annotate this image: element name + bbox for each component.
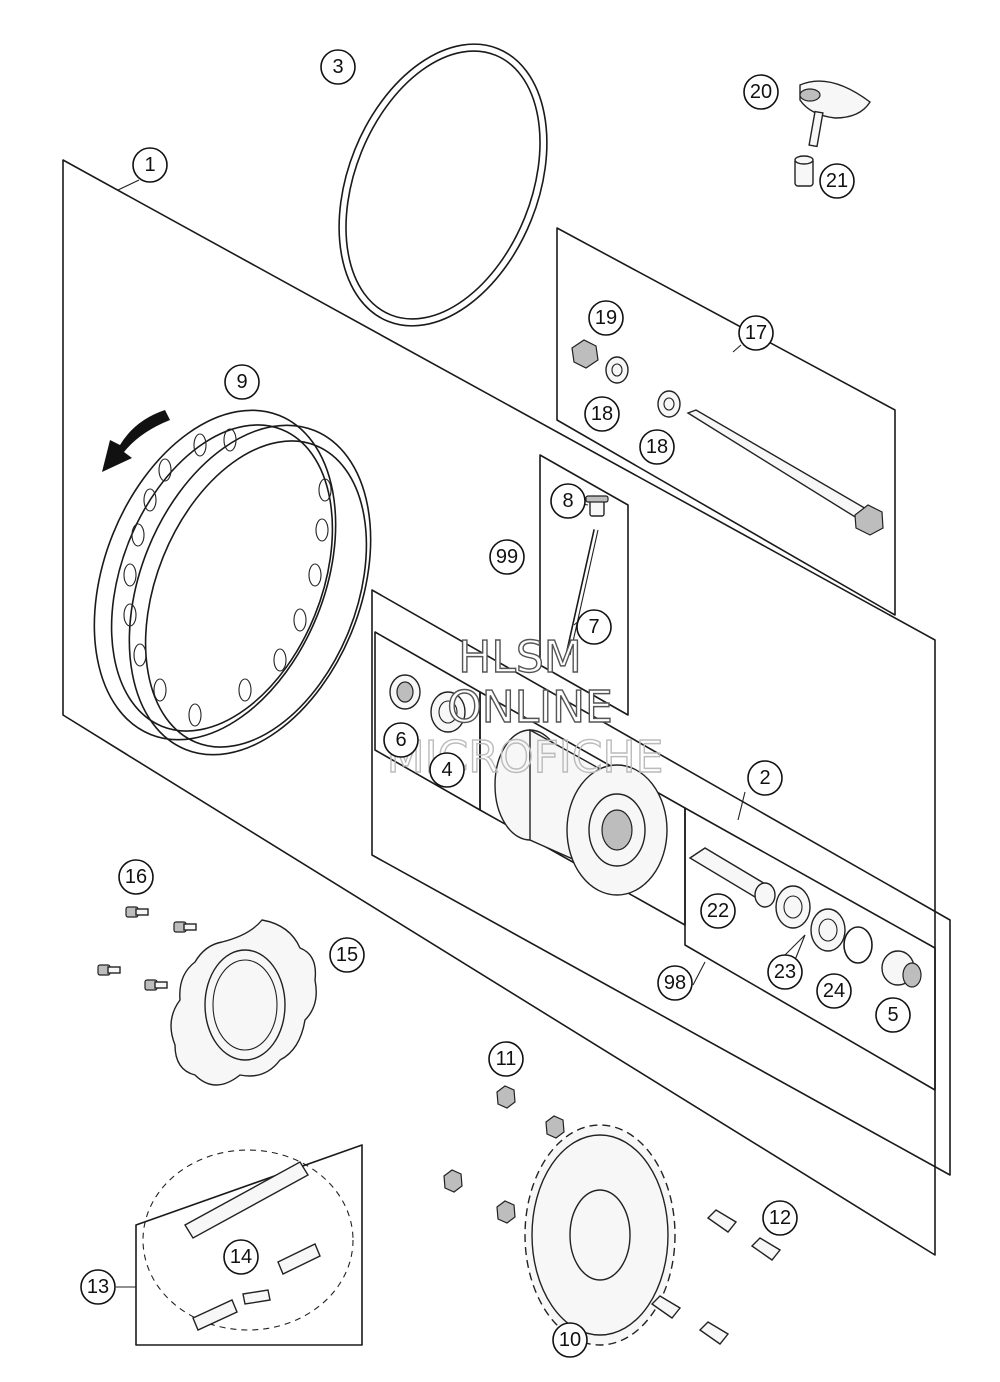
group-frame-2: [371, 589, 951, 1176]
svg-text:7: 7: [588, 616, 599, 638]
callout-4: 4: [429, 752, 465, 788]
callout-6: 6: [383, 722, 419, 758]
part-valve-tool: [794, 80, 871, 187]
part-chain: [142, 1149, 354, 1331]
callout-98: 98: [657, 965, 693, 1001]
svg-text:14: 14: [230, 1246, 252, 1268]
callout-12: 12: [762, 1200, 798, 1236]
svg-text:19: 19: [595, 307, 617, 329]
svg-text:3: 3: [332, 56, 343, 78]
callout-23: 23: [767, 954, 803, 990]
callout-22: 22: [700, 893, 736, 929]
svg-text:12: 12: [769, 1207, 791, 1229]
svg-text:15: 15: [336, 944, 358, 966]
svg-text:18: 18: [591, 403, 613, 425]
callout-15: 15: [329, 937, 365, 973]
group-frame-1: [62, 159, 936, 1256]
callout-99: 99: [489, 539, 525, 575]
callout-24: 24: [816, 973, 852, 1009]
callout-13: 13: [80, 1269, 116, 1305]
callout-1: 1: [132, 147, 168, 183]
watermark-line-3: MICROFICHE: [387, 732, 664, 783]
svg-text:11: 11: [496, 1048, 517, 1070]
callout-11: 11: [488, 1041, 524, 1077]
group-frame-98: [684, 807, 936, 1091]
callout-17: 17: [738, 315, 774, 351]
svg-text:20: 20: [750, 81, 772, 103]
part-sprocket-bolts: [650, 1209, 782, 1345]
svg-text:2: 2: [759, 767, 770, 789]
svg-text:5: 5: [887, 1004, 898, 1026]
part-bearing-kit: [688, 847, 922, 988]
callout-19: 19: [588, 300, 624, 336]
svg-text:18: 18: [646, 436, 668, 458]
callout-7: 7: [576, 609, 612, 645]
svg-text:9: 9: [236, 371, 247, 393]
svg-text:1: 1: [144, 154, 155, 176]
svg-text:17: 17: [745, 322, 767, 344]
svg-text:16: 16: [125, 866, 147, 888]
part-disc-bolts: [97, 906, 197, 991]
svg-text:21: 21: [826, 170, 848, 192]
callout-8: 8: [550, 483, 586, 519]
svg-text:4: 4: [441, 759, 452, 781]
callout-18-a: 18: [584, 396, 620, 432]
part-sprocket: [524, 1124, 676, 1346]
svg-text:10: 10: [559, 1329, 581, 1351]
svg-text:99: 99: [496, 546, 518, 568]
rotation-arrow-icon: [102, 410, 170, 472]
part-spoke: [565, 495, 609, 656]
svg-text:22: 22: [707, 900, 729, 922]
watermark-line-1: HLSM: [458, 632, 582, 683]
callout-3: 3: [320, 49, 356, 85]
part-axle-kit: [571, 339, 884, 536]
svg-text:24: 24: [823, 980, 845, 1002]
callout-21: 21: [819, 163, 855, 199]
group-frame-99: [539, 454, 629, 716]
callout-20: 20: [743, 74, 779, 110]
callout-2: 2: [747, 760, 783, 796]
part-brake-disc: [170, 919, 317, 1086]
svg-text:8: 8: [562, 490, 573, 512]
part-hub: [389, 674, 668, 896]
watermark: HLSM ONLINE MICROFICHE: [386, 631, 664, 783]
part-rim: [93, 409, 372, 756]
callout-5: 5: [875, 997, 911, 1033]
callout-10: 10: [552, 1322, 588, 1358]
part-sprocket-nuts: [443, 1085, 565, 1224]
callout-9: 9: [224, 364, 260, 400]
watermark-line-2: ONLINE: [447, 682, 613, 733]
group-frame-17: [556, 227, 896, 616]
svg-text:6: 6: [395, 729, 406, 751]
callout-18-b: 18: [639, 429, 675, 465]
callout-14: 14: [223, 1239, 259, 1275]
svg-text:23: 23: [774, 961, 796, 983]
part-rim-tape: [338, 43, 548, 327]
callout-16: 16: [118, 859, 154, 895]
svg-text:13: 13: [87, 1276, 109, 1298]
svg-text:98: 98: [664, 972, 686, 994]
